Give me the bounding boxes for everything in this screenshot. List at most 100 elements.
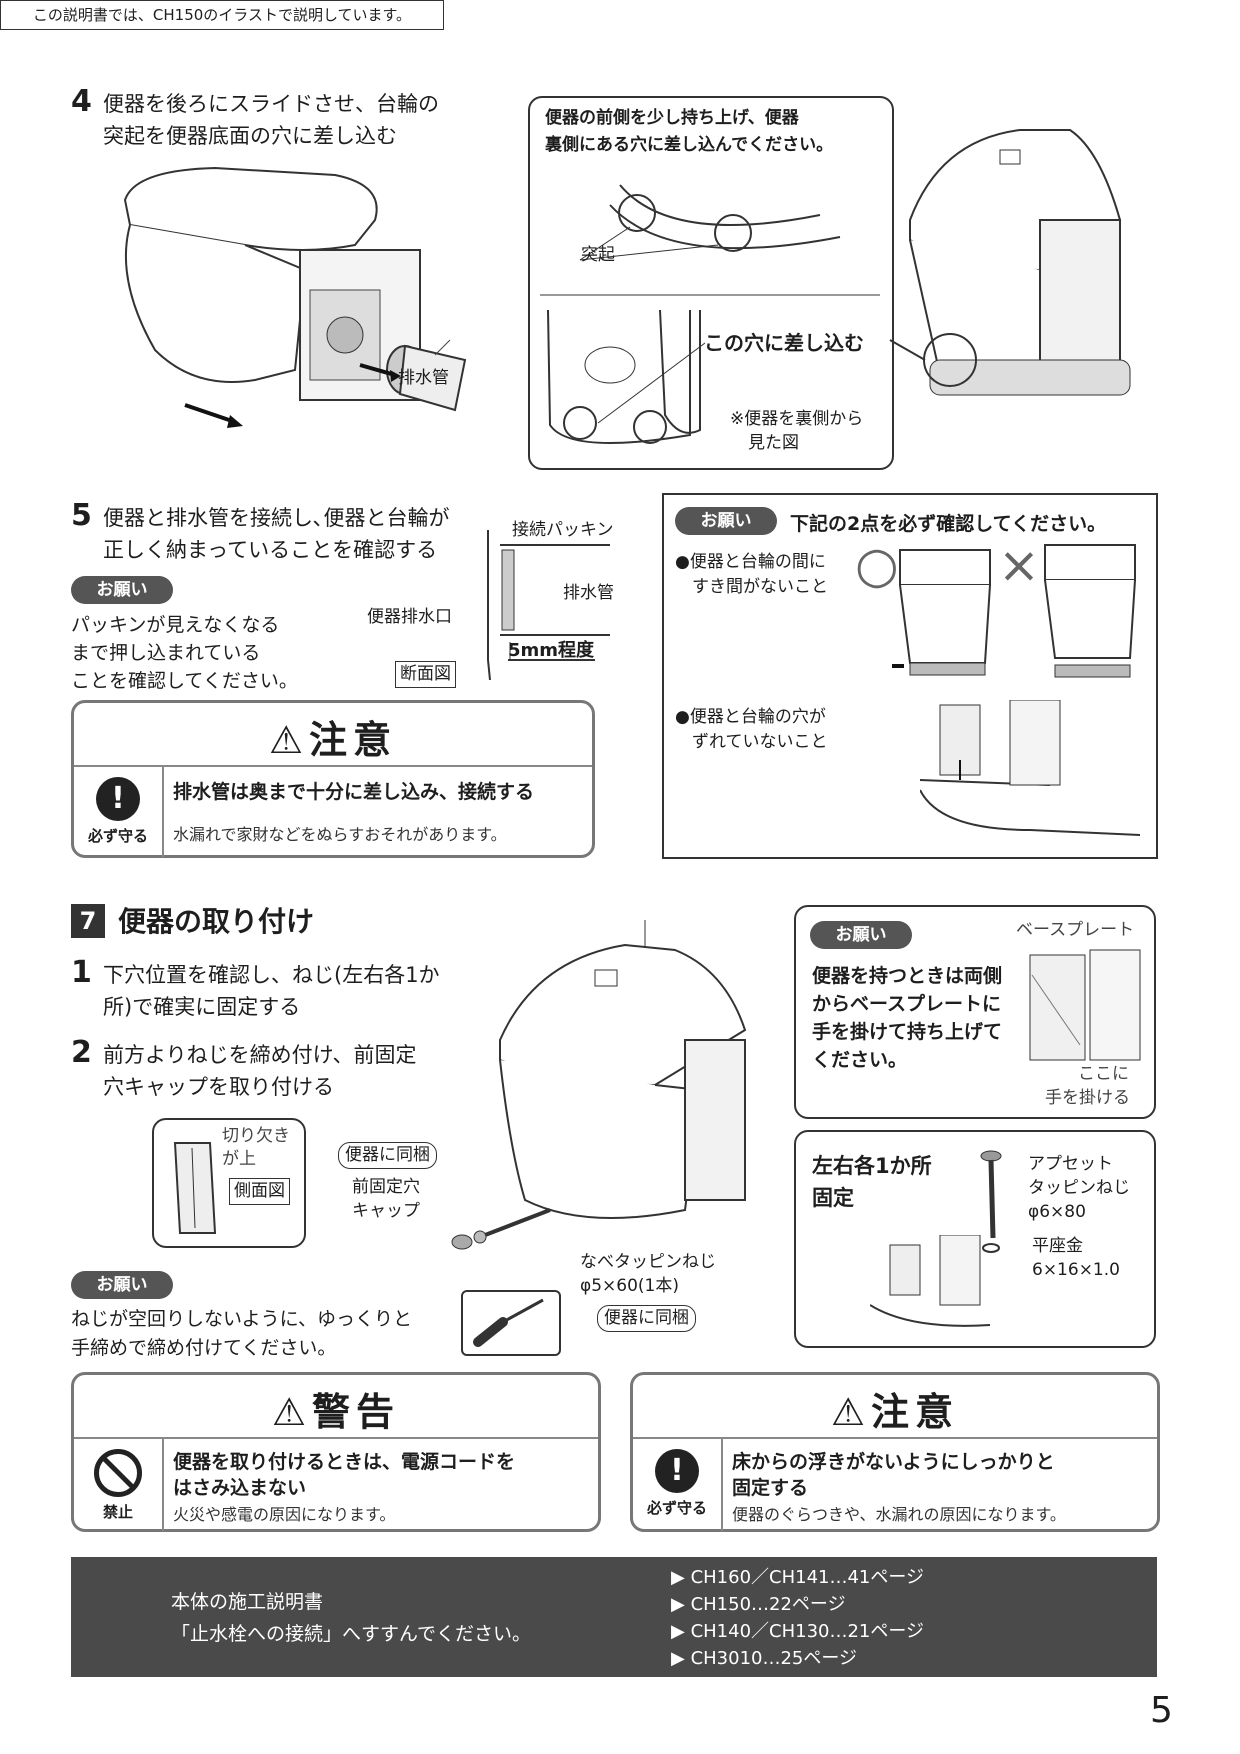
label-washer2: 6×16×1.0 <box>1032 1260 1120 1280</box>
cap-side-illustration <box>173 1142 217 1234</box>
label-bundled-2: 便器に同梱 <box>597 1305 696 1332</box>
s7-step1-number: 1 <box>71 955 92 990</box>
caution2-sub: 便器のぐらつきや、水漏れの原因になります。 <box>732 1505 1066 1524</box>
base-fixing-illustration <box>870 1235 991 1327</box>
fix-line2: 固定 <box>812 1186 854 1210</box>
check-title: 下記の2点を必ず確認してください。 <box>790 513 1107 535</box>
banner-left2: 「止水栓への接続」へすすんでください。 <box>171 1623 532 1645</box>
ng-gap-illustration <box>1044 544 1136 678</box>
label-cap1: 前固定穴 <box>352 1177 420 1197</box>
label-notch2: が上 <box>222 1149 256 1169</box>
side-view-box <box>152 1118 306 1248</box>
step5-req2: まで押し込まれている <box>71 642 261 664</box>
hold-line3: 手を掛けて持ち上げて <box>812 1021 1003 1043</box>
step5-request-pill: お願い <box>71 576 173 604</box>
ok-gap-illustration <box>892 549 991 676</box>
caution2-main1: 床からの浮きがないようにしっかりと <box>732 1451 1055 1473</box>
toilet-front-illustration <box>909 129 1131 396</box>
callout-line2: 裏側にある穴に差し込んでください。 <box>545 135 834 155</box>
label-protrusion: 突起 <box>581 245 615 265</box>
must-icon-block: ! 必ず守る <box>74 767 164 857</box>
check-item1-line1: ●便器と台輪の間に <box>675 552 826 572</box>
step4-line2: 突起を便器底面の穴に差し込む <box>103 124 397 148</box>
ok-mark: ○ <box>855 536 899 594</box>
prohibit-icon-block: 禁止 <box>74 1439 164 1531</box>
fix-line1: 左右各1か所 <box>812 1154 932 1178</box>
exclamation-icon: ! <box>96 777 140 821</box>
step5-req3: ことを確認してください。 <box>71 670 298 692</box>
s7-req1: ねじが空回りしないように、ゆっくりと <box>71 1308 413 1330</box>
label-here1: ここに <box>1078 1064 1129 1084</box>
label-insert-hole: この穴に差し込む <box>704 331 864 355</box>
exclamation-icon-2: ! <box>655 1449 699 1493</box>
label-screw1: なべタッピンねじ <box>580 1252 716 1272</box>
check-box <box>662 493 1158 859</box>
hold-note-box <box>794 905 1156 1119</box>
label-bundled: 便器に同梱 <box>338 1142 437 1169</box>
label-base-plate: ベースプレート <box>1016 920 1135 940</box>
label-fix-screw2: タッピンねじ <box>1028 1178 1130 1198</box>
label-outlet: 便器排水口 <box>367 607 452 627</box>
callout-line1: 便器の前側を少し持ち上げ、便器 <box>545 108 799 128</box>
label-packing: 接続パッキン <box>512 520 614 540</box>
step5-line2: 正しく納まっていることを確認する <box>103 538 438 562</box>
label-cap2: キャップ <box>352 1201 420 1221</box>
s7-step1-line1: 下穴位置を確認し、ねじ(左右各1か <box>103 963 440 987</box>
s7-req2: 手締めで締め付けてください。 <box>71 1337 337 1359</box>
caution1-sub: 水漏れで家財などをぬらすおそれがあります。 <box>173 825 507 844</box>
screwdriver-icon <box>473 1298 544 1347</box>
label-view-note1: ※便器を裏側から <box>730 409 864 429</box>
label-fix-screw3: φ6×80 <box>1028 1202 1086 1222</box>
warning-box: ⚠警告 禁止 便器を取り付けるときは、電源コードを はさみ込まない 火災や感電の… <box>71 1372 601 1532</box>
step5-req1: パッキンが見えなくなる <box>71 614 280 636</box>
prohibit-icon <box>94 1449 142 1497</box>
base-plate-illustration <box>1029 949 1141 1061</box>
banner-ref3[interactable]: ▶ CH140／CH130…21ページ <box>671 1621 925 1642</box>
section-diagram <box>487 530 610 680</box>
caution1-main: 排水管は奥まで十分に差し込み、接続する <box>173 781 535 803</box>
warning-head: ⚠警告 <box>271 1390 401 1434</box>
next-step-banner: 本体の施工説明書 「止水栓への接続」へすすんでください。 ▶ CH160／CH1… <box>71 1557 1157 1677</box>
s7-step2-number: 2 <box>71 1035 92 1070</box>
check-request-pill: お願い <box>675 507 777 535</box>
banner-ref4[interactable]: ▶ CH3010…25ページ <box>671 1648 858 1669</box>
step4-number: 4 <box>71 84 92 119</box>
hold-line1: 便器を持つときは両側 <box>812 965 1003 987</box>
hold-line2: からベースプレートに <box>812 993 1002 1015</box>
hold-line4: ください。 <box>812 1049 908 1071</box>
hold-request-pill: お願い <box>810 921 912 949</box>
label-section-view: 断面図 <box>395 661 456 688</box>
caution2-box: ⚠注意 ! 必ず守る 床からの浮きがないようにしっかりと 固定する 便器のぐらつ… <box>630 1372 1160 1532</box>
label-here2: 手を掛ける <box>1045 1088 1130 1108</box>
label-fix-screw1: アプセット <box>1028 1154 1113 1174</box>
toilet-fixing-illustration <box>499 920 747 1219</box>
step5-line1: 便器と排水管を接続し､便器と台輪が <box>103 506 450 530</box>
s7-step2-line1: 前方よりねじを締め付け、前固定 <box>103 1043 417 1067</box>
insert-callout-box <box>528 96 894 470</box>
section7-title: 便器の取り付け <box>118 905 315 938</box>
header-note: この説明書では、CH150のイラストで説明しています。 <box>0 0 444 30</box>
s7-request-pill: お願い <box>71 1271 173 1299</box>
banner-ref2[interactable]: ▶ CH150…22ページ <box>671 1594 846 1615</box>
s7-step2-line2: 穴キャップを取り付ける <box>103 1075 334 1099</box>
s7-step1-line2: 所)で確実に固定する <box>103 995 301 1019</box>
check-item2-line1: ●便器と台輪の穴が <box>675 707 826 727</box>
check-item1-line2: すき間がないこと <box>692 577 828 597</box>
toilet-slide-illustration <box>123 166 467 428</box>
fix-note-box <box>794 1130 1156 1348</box>
tapping-screw-illustration <box>980 1150 1002 1253</box>
warning-sub: 火災や感電の原因になります。 <box>173 1505 396 1524</box>
caution1-box: ⚠注意 ! 必ず守る 排水管は奥まで十分に差し込み、接続する 水漏れで家財などを… <box>71 700 595 858</box>
label-screw2: φ5×60(1本) <box>580 1276 679 1296</box>
label-side-view: 側面図 <box>229 1178 290 1205</box>
screwdriver-box <box>461 1290 561 1356</box>
label-notch1: 切り欠き <box>222 1126 290 1146</box>
must-icon-block-2: ! 必ず守る <box>633 1439 723 1531</box>
banner-ref1[interactable]: ▶ CH160／CH141…41ページ <box>671 1567 925 1588</box>
banner-left1: 本体の施工説明書 <box>171 1591 324 1613</box>
page-number: 5 <box>1150 1690 1173 1731</box>
caution1-icon-label: 必ず守る <box>87 827 148 845</box>
caution2-head: ⚠注意 <box>830 1390 960 1434</box>
warning-main1: 便器を取り付けるときは、電源コードを <box>173 1451 516 1473</box>
check-item2-line2: ずれていないこと <box>692 732 828 752</box>
